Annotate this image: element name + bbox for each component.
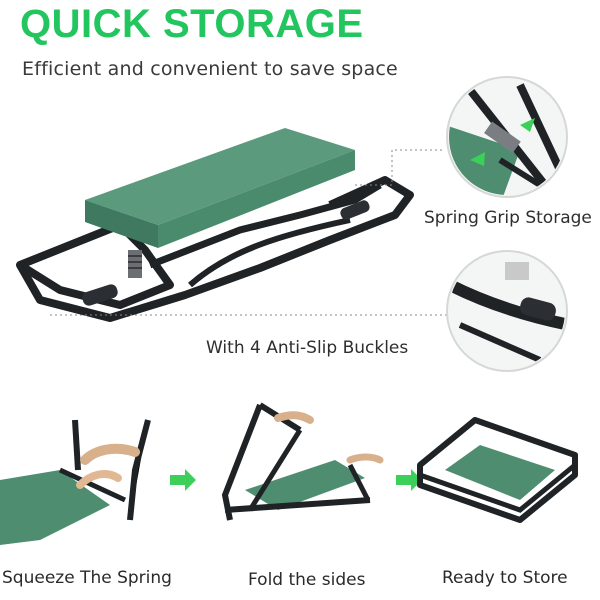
callout-anti-slip-buckles: With 4 Anti-Slip Buckles [206, 338, 409, 358]
step-label-squeeze-spring: Squeeze The Spring [2, 568, 172, 588]
step-label-fold-sides: Fold the sides [248, 570, 366, 590]
page-subtitle: Efficient and convenient to save space [22, 58, 398, 80]
callout-spring-grip-storage: Spring Grip Storage [424, 208, 592, 228]
page-title: QUICK STORAGE [20, 2, 364, 46]
callout-lines [50, 149, 450, 316]
step-arrows [170, 469, 422, 491]
step-3-image [417, 417, 578, 523]
step-1-image [0, 419, 151, 545]
main-kneeler-image [16, 128, 414, 322]
step-label-ready-to-store: Ready to Store [442, 568, 568, 588]
step-2-image [221, 402, 384, 521]
anti-slip-buckle-zoom-image [446, 250, 568, 372]
spring-grip-zoom-image [446, 76, 568, 198]
